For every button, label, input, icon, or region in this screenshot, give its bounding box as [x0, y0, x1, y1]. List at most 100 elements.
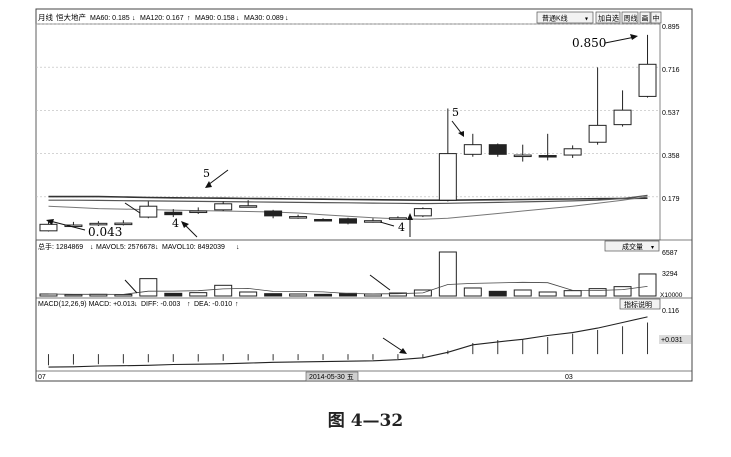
- add-watchlist-button[interactable]: [595, 11, 621, 24]
- macd-current-badge: [659, 335, 691, 344]
- volume-bar: [39, 293, 58, 297]
- moving-average-line: [48, 195, 648, 201]
- macd-tick: +0.031: [661, 337, 683, 344]
- candle-body: [613, 109, 632, 126]
- volume-bar: [289, 293, 308, 297]
- date-right: 03: [565, 374, 573, 381]
- volume-bar: [264, 293, 283, 297]
- volume-bars: [39, 251, 657, 297]
- add-watchlist-label: 加自选: [598, 14, 619, 23]
- volume-bar: [438, 251, 457, 297]
- mavol5-readout: MAVOL5: 2576678: [96, 244, 155, 251]
- candle-body: [164, 211, 183, 216]
- arrowhead-icon: [407, 213, 413, 220]
- ma90-arrow: ↓: [236, 15, 240, 22]
- candle-body: [588, 124, 607, 143]
- candle-body: [89, 222, 108, 226]
- candle-body: [139, 205, 158, 218]
- candle-body: [638, 63, 657, 97]
- arrowhead-icon: [458, 131, 464, 137]
- volume-bar: [64, 294, 83, 297]
- weekly-button[interactable]: [621, 11, 639, 24]
- candle-body: [513, 154, 532, 158]
- volume-total-arrow: ↓: [90, 244, 94, 251]
- wave-arrow: [207, 169, 229, 186]
- arrowhead-icon: [205, 181, 212, 188]
- candle-body: [339, 218, 357, 224]
- ma60-readout: MA60: 0.185: [90, 15, 130, 22]
- ma120-arrow: ↑: [187, 15, 191, 22]
- mavol5-arrow: ↓: [155, 244, 159, 251]
- stock-name: 恒大地产: [56, 12, 86, 22]
- volume-bar: [488, 290, 507, 297]
- price-tick: 0.179: [662, 196, 680, 203]
- ma30-readout: MA30: 0.089: [244, 15, 284, 22]
- chart-frame: [35, 8, 693, 382]
- candle-body: [538, 155, 557, 158]
- candle-body: [289, 216, 308, 219]
- dea-arrow: ↑: [235, 301, 239, 308]
- macd-tick: 0.116: [662, 308, 679, 315]
- mavol10-arrow: ↓: [236, 244, 240, 251]
- draw-label: 画: [642, 15, 649, 23]
- macd-line: [48, 316, 648, 368]
- mavol10-readout: MAVOL10: 8492039: [162, 244, 225, 251]
- chevron-down-icon: ▾: [585, 17, 588, 23]
- volume-bar: [538, 291, 557, 297]
- wave-label: 4: [172, 217, 179, 230]
- ma30-arrow: ↓: [285, 15, 289, 22]
- wave-label: 5: [452, 106, 459, 119]
- candle-body: [463, 144, 482, 155]
- volume-bar: [588, 288, 607, 297]
- volume-bar: [463, 287, 482, 297]
- indicator-select[interactable]: [604, 240, 660, 252]
- candle-body: [438, 153, 457, 201]
- candle-body: [189, 210, 208, 214]
- chevron-down-icon: ▾: [651, 245, 654, 251]
- candle-body: [114, 222, 133, 226]
- candlestick-series: [39, 34, 657, 232]
- price-tick: 0.895: [662, 24, 680, 31]
- price-tick: 0.358: [662, 153, 680, 160]
- wave-label: 5: [203, 167, 210, 180]
- indicator-help-button[interactable]: [619, 298, 661, 310]
- volume-bar: [388, 292, 407, 297]
- cursor-date: 2014-05-30 五: [309, 373, 354, 381]
- volume-axis: 6587 3294 X10000: [660, 250, 683, 299]
- maximize-label: 中: [653, 14, 660, 23]
- volume-bar: [314, 293, 333, 297]
- volume-ma-line: [48, 281, 648, 295]
- maximize-button[interactable]: [650, 11, 662, 24]
- candle-body: [314, 218, 333, 222]
- candle-body: [264, 210, 283, 217]
- macd-axis: 0.116 +0.031: [659, 308, 691, 344]
- volume-tick: 3294: [662, 271, 678, 278]
- volume-bar: [513, 289, 532, 297]
- wave-arrow: [451, 120, 463, 135]
- macd-arrow: ↓: [134, 301, 138, 308]
- candle-body: [388, 217, 407, 220]
- candle-body: [214, 203, 233, 211]
- candle-body: [39, 223, 58, 232]
- ma120-readout: MA120: 0.167: [140, 15, 184, 22]
- volume-tick: 6587: [662, 250, 678, 257]
- dea-readout: DEA: -0.010: [194, 301, 232, 308]
- volume-bar: [214, 284, 233, 297]
- high-price-annotation: 0.850: [572, 36, 606, 50]
- volume-bar: [139, 278, 158, 297]
- volume-bar: [164, 292, 183, 297]
- volume-bar: [189, 292, 208, 297]
- chart-type-select[interactable]: [536, 11, 594, 24]
- moving-average-line: [48, 194, 648, 205]
- high-price-arrow: [604, 36, 636, 44]
- draw-button[interactable]: [639, 11, 651, 24]
- price-tick: 0.537: [662, 110, 680, 117]
- candle-body: [239, 205, 258, 208]
- date-left: 07: [38, 374, 46, 381]
- candle-body: [488, 144, 507, 155]
- ma60-arrow: ↓: [132, 15, 136, 22]
- candle-body: [363, 220, 382, 223]
- volume-bar: [638, 273, 657, 297]
- figure-caption: 图 4—32: [327, 411, 404, 431]
